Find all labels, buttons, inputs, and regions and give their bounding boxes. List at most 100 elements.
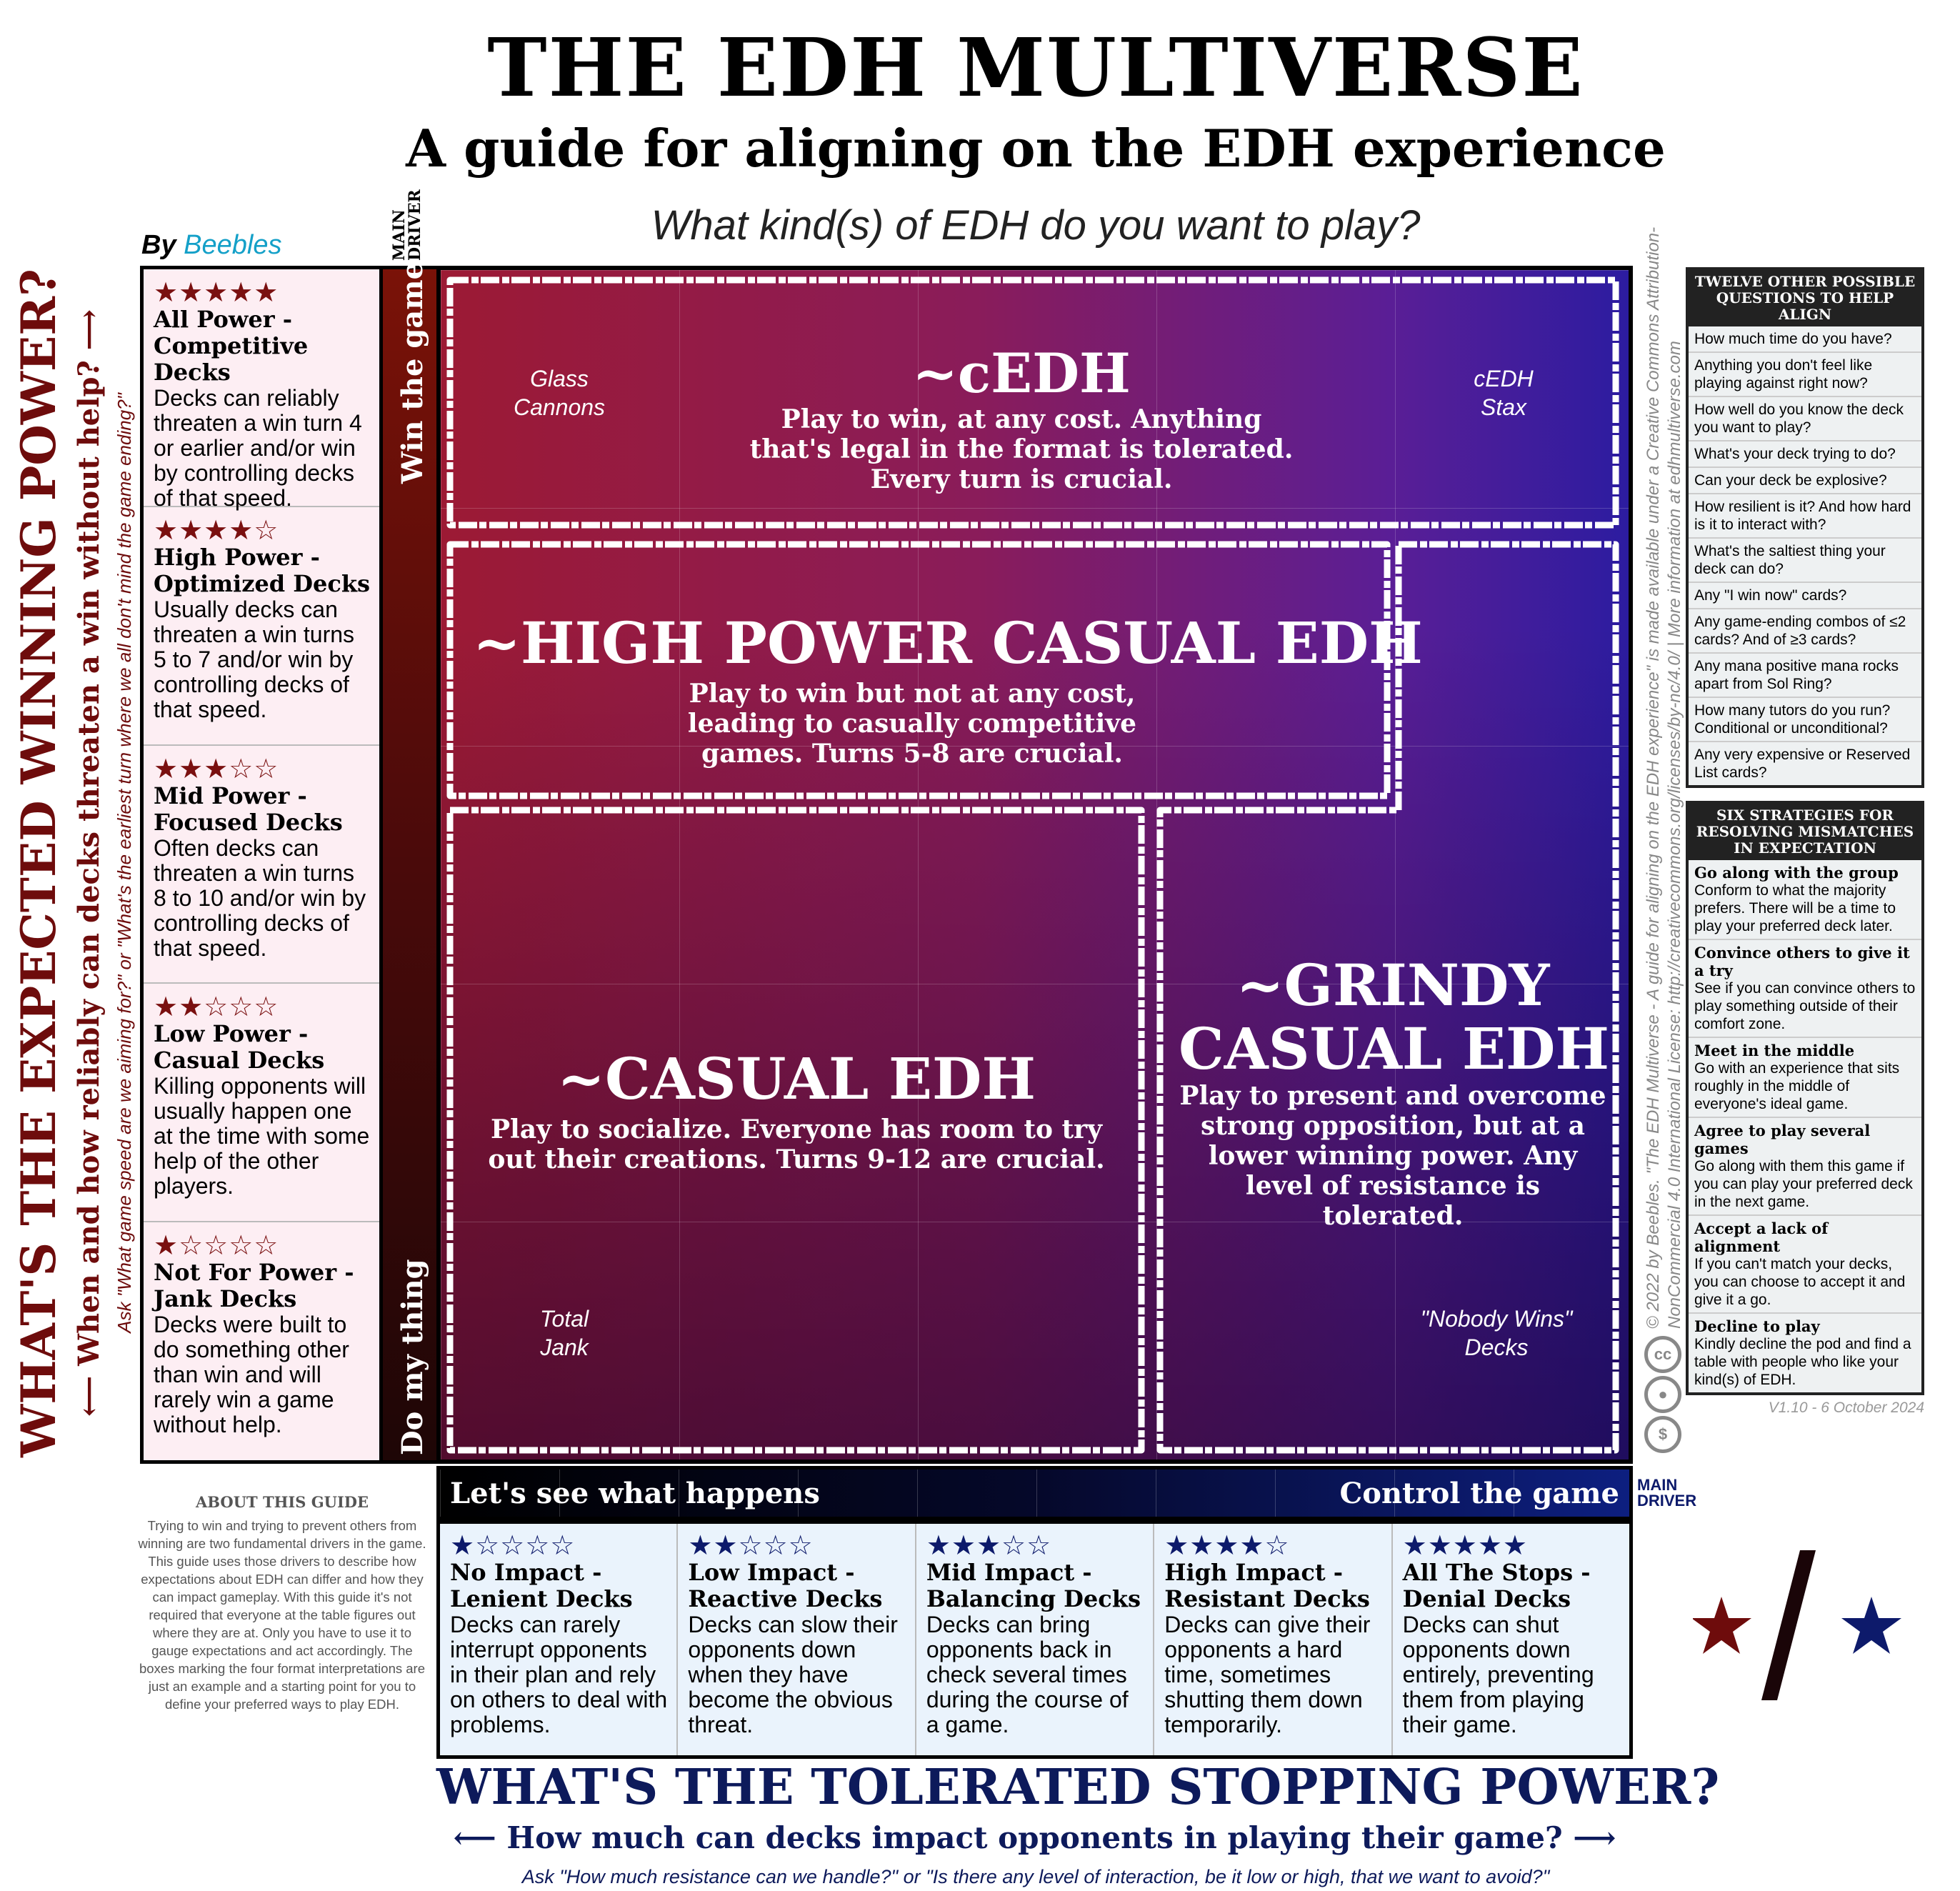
question-item: Can your deck be explosive? <box>1689 468 1921 494</box>
grindy-title-2: CASUAL EDH <box>1179 1015 1609 1082</box>
cedh-format: ~cEDH Play to win, at any cost. Anything… <box>700 341 1343 495</box>
driver-do-my-thing: Do my thing <box>396 1259 429 1455</box>
strategy-desc: Go along with them this game if you can … <box>1694 1158 1913 1210</box>
slash-icon <box>1761 1550 1816 1700</box>
impact-level-title: Low Impact - Reactive Decks <box>688 1559 883 1612</box>
power-level-desc: Usually decks can threaten a win turns 5… <box>154 597 355 723</box>
question-item: Any game-ending combos of ≤2 cards? And … <box>1689 609 1921 654</box>
impact-level-title: All The Stops - Denial Decks <box>1402 1559 1591 1612</box>
impact-level-title: High Impact - Resistant Decks <box>1164 1559 1370 1612</box>
question-item: Anything you don't feel like playing aga… <box>1689 353 1921 397</box>
rating-stars: ★★★★☆ <box>154 516 279 547</box>
impact-level-title: No Impact - Lenient Decks <box>450 1559 633 1612</box>
cedh-desc: Play to win, at any cost. Anything that'… <box>749 404 1294 494</box>
rating-stars: ★★★☆☆ <box>926 1531 1052 1561</box>
about-text: Trying to win and trying to prevent othe… <box>138 1518 426 1712</box>
strategy-title: Meet in the middle <box>1694 1042 1855 1059</box>
corner-label-glass-cannons: Glass Cannons <box>513 366 606 420</box>
casual-title: ~CASUAL EDH <box>557 1045 1036 1112</box>
bar-lines <box>440 1470 1629 1517</box>
red-star-icon <box>1693 1597 1751 1654</box>
page-subtitle: A guide for aligning on the EDH experien… <box>406 118 1666 179</box>
question-item: How well do you know the deck you want t… <box>1689 397 1921 441</box>
high-power-title: ~HIGH POWER CASUAL EDH <box>473 609 1423 677</box>
corner-label-total-jank: Total Jank <box>539 1306 589 1360</box>
blue-star-icon <box>1841 1597 1901 1654</box>
question-item: How resilient is it? And how hard is it … <box>1689 494 1921 539</box>
power-level-desc: Decks can reliably threaten a win turn 4… <box>154 385 362 511</box>
casual-format: ~CASUAL EDH Play to socialize. Everyone … <box>486 1043 1107 1174</box>
cc-icon: cc <box>1644 1336 1681 1373</box>
impact-level-desc: Decks can slow their opponents down when… <box>688 1612 898 1737</box>
y-axis-subtitle-text: When and how reliably can decks threaten… <box>72 360 106 1366</box>
y-axis-subtitle: ⟵ When and how reliably can decks threat… <box>72 309 106 1417</box>
by-icon: ● <box>1644 1376 1681 1413</box>
credit-line-2: NonCommercial 4.0 International License:… <box>1665 341 1684 1329</box>
question-item: Any very expensive or Reserved List card… <box>1694 747 1911 781</box>
strategies-box: SIX STRATEGIES FOR RESOLVING MISMATCHES … <box>1686 801 1924 1395</box>
question-item: Any "I win now" cards? <box>1689 583 1921 609</box>
main-driver-label-x: MAIN DRIVER <box>1637 1476 1697 1510</box>
questions-title: TWELVE OTHER POSSIBLE QUESTIONS TO HELP … <box>1689 270 1921 326</box>
question-item: Any mana positive mana rocks apart from … <box>1689 654 1921 698</box>
byline: By Beebles <box>141 230 281 261</box>
page-question: What kind(s) of EDH do you want to play? <box>651 202 1421 249</box>
strategy-desc: Go with an experience that sits roughly … <box>1694 1060 1900 1112</box>
grindy-format: ~GRINDY CASUAL EDH Play to present and o… <box>1179 952 1609 1231</box>
y-axis-ask: Ask "What game speed are we aiming for?"… <box>114 393 135 1333</box>
license-credit: © 2022 by Beebles. "The EDH Multiverse -… <box>1643 227 1686 1329</box>
rating-stars: ★★☆☆☆ <box>688 1531 814 1561</box>
by-label: By <box>141 230 176 260</box>
high-power-desc: Play to win but not at any cost, leading… <box>687 679 1137 769</box>
rating-stars: ★☆☆☆☆ <box>450 1531 576 1561</box>
nc-icon: $ <box>1644 1416 1681 1453</box>
version-label: V1.10 - 6 October 2024 <box>1768 1399 1924 1416</box>
author: Beebles <box>184 230 282 260</box>
questions-list: How much time do you have?Anything you d… <box>1689 326 1921 785</box>
strategies-title: SIX STRATEGIES FOR RESOLVING MISMATCHES … <box>1689 804 1921 860</box>
strategy-desc: Kindly decline the pod and find a table … <box>1694 1336 1911 1388</box>
main-driver-bar-x: Let's see what happens Control the game <box>436 1466 1633 1520</box>
strategy-title: Convince others to give it a try <box>1694 944 1910 979</box>
rating-stars: ★★★★☆ <box>1164 1531 1290 1561</box>
main-driver-bar-y: Win the game Do my thing <box>383 261 437 1464</box>
impact-level-title: Mid Impact - Balancing Decks <box>926 1559 1141 1612</box>
power-level-title: High Power - Optimized Decks <box>154 544 371 598</box>
impact-level-desc: Decks can bring opponents back in check … <box>926 1612 1129 1737</box>
page-title: THE EDH MULTIVERSE <box>487 21 1584 115</box>
power-level-title: Mid Power - Focused Decks <box>154 782 343 836</box>
cedh-title: ~cEDH <box>912 341 1131 405</box>
star-slash-logo <box>1693 1550 1901 1700</box>
strategy-desc: See if you can convince others to play s… <box>1694 980 1916 1032</box>
power-level-desc: Decks were built to do something other t… <box>154 1311 349 1437</box>
casual-desc: Play to socialize. Everyone has room to … <box>488 1114 1105 1174</box>
rating-stars: ★★☆☆☆ <box>154 992 279 1023</box>
corner-label-nobody-wins: "Nobody Wins" Decks <box>1420 1306 1573 1360</box>
about-title: ABOUT THIS GUIDE <box>195 1493 369 1511</box>
driver-lets-see: Let's see what happens <box>450 1477 820 1510</box>
x-axis-ask: Ask "How much resistance can we handle?"… <box>521 1866 1550 1887</box>
power-level-desc: Often decks can threaten a win turns 8 t… <box>154 834 366 961</box>
rating-stars: ★★★★★ <box>1402 1531 1528 1561</box>
impact-level-desc: Decks can rarely interrupt opponents in … <box>450 1612 668 1737</box>
rating-stars: ★★★☆☆ <box>154 754 279 784</box>
grindy-title-1: ~GRINDY <box>1236 952 1550 1019</box>
x-axis-subtitle-text: How much can decks impact opponents in p… <box>506 1820 1563 1855</box>
question-item: How many tutors do you run? Conditional … <box>1689 698 1921 742</box>
rating-stars: ★★★★★ <box>154 278 279 308</box>
